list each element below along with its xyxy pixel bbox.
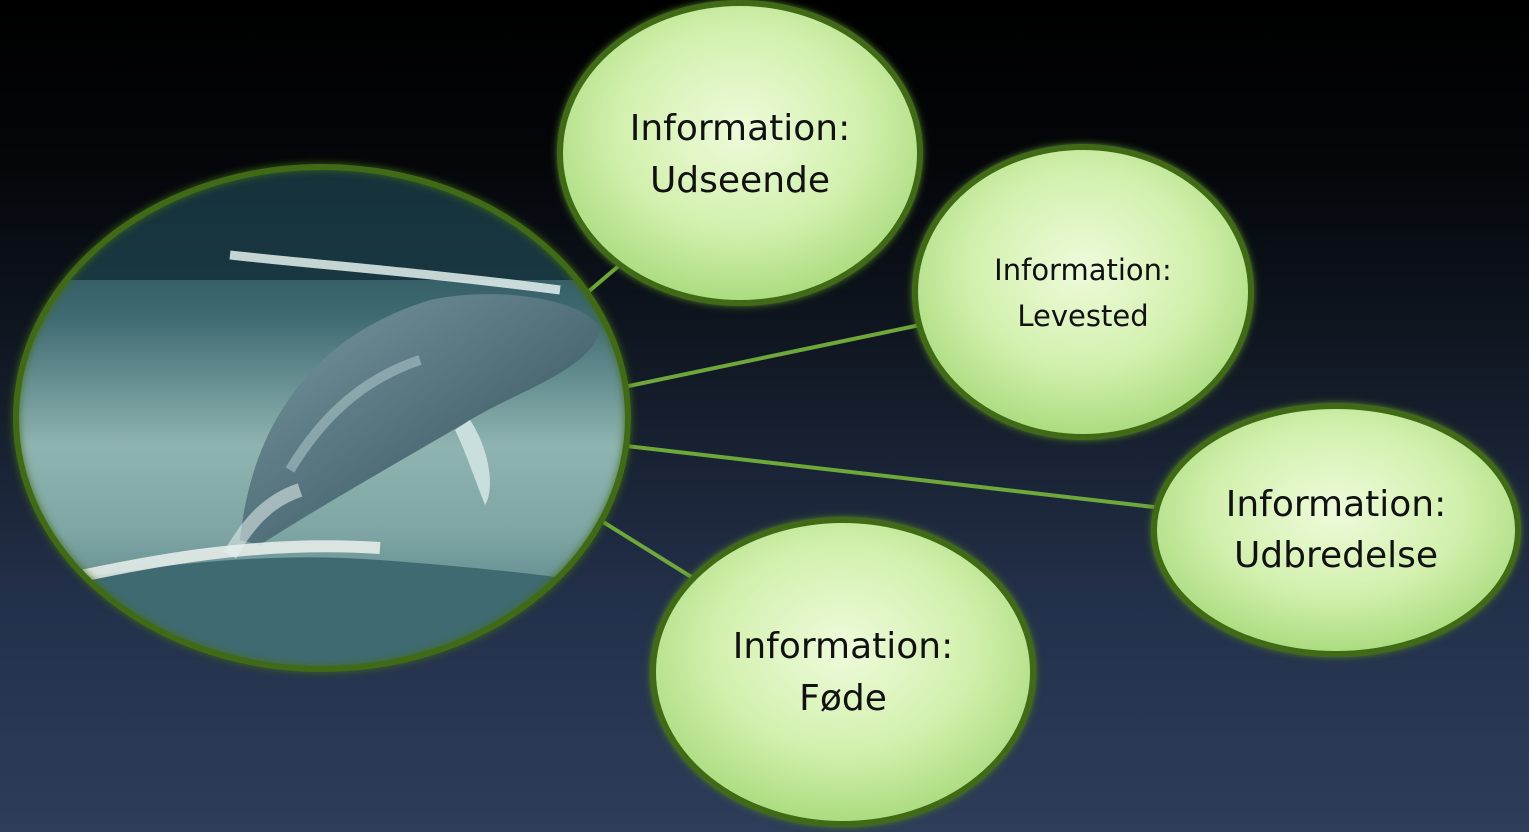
bubble-udbredelse-line1: Information:	[1226, 484, 1447, 525]
bubble-udseende-line2: Udseende	[650, 160, 830, 201]
bubble-fode-line1: Information:	[733, 626, 954, 667]
bubble-levested-line2: Levested	[1017, 299, 1148, 333]
connector-udbredelse	[625, 444, 1163, 510]
connector-fode	[598, 518, 695, 580]
bubble-fode-line2: Føde	[799, 678, 887, 719]
whale-photo	[13, 164, 631, 672]
bubble-udseende-line1: Information:	[630, 108, 851, 149]
bubble-udbredelse-line2: Udbredelse	[1234, 535, 1438, 576]
bubble-udseende[interactable]: Information: Udseende	[557, 0, 923, 306]
bubble-levested-line1: Information:	[994, 253, 1172, 287]
bubble-levested[interactable]: Information: Levested	[912, 144, 1254, 440]
bubble-udbredelse[interactable]: Information: Udbredelse	[1151, 403, 1521, 657]
connector-levested	[623, 323, 921, 389]
bubble-fode[interactable]: Information: Føde	[650, 517, 1036, 827]
